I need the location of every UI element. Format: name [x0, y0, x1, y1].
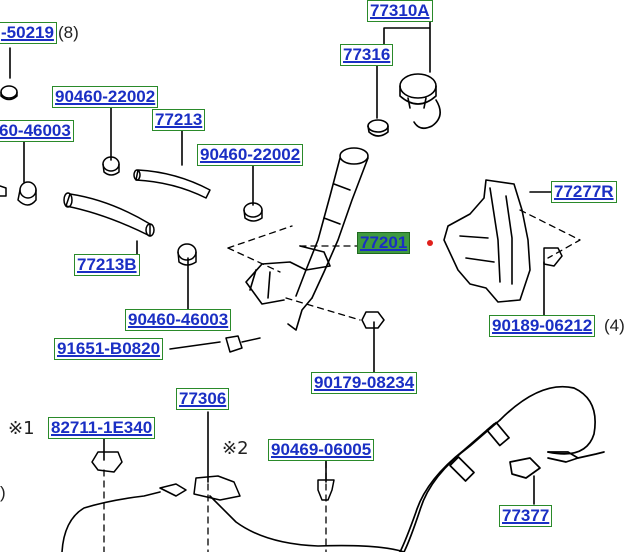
bracket-part — [444, 180, 530, 302]
part-label-77306[interactable]: 77306 — [176, 388, 230, 410]
part-label-77316[interactable]: 77316 — [340, 44, 394, 66]
fastener-parts — [92, 248, 562, 500]
part-label-77213[interactable]: 77213 — [152, 109, 206, 131]
fuel-cap-part — [368, 74, 440, 136]
part-label-60-46003[interactable]: 60-46003 — [0, 120, 74, 142]
part-label-91651-b0820[interactable]: 91651-B0820 — [54, 338, 164, 360]
part-label-90179-08234[interactable]: 90179-08234 — [311, 372, 418, 394]
part-label-77310a[interactable]: 77310A — [367, 0, 433, 22]
quantity-90189: (4) — [604, 316, 625, 335]
part-label-90460-22002-a[interactable]: 90460-22002 — [52, 86, 159, 108]
dashed-lines — [104, 210, 580, 552]
cable-part-77306 — [62, 484, 404, 552]
quantity-50219: (8) — [58, 23, 79, 42]
part-label-82711-1e340[interactable]: 82711-1E340 — [48, 417, 156, 439]
cable-part — [400, 387, 604, 552]
part-label-77377[interactable]: 77377 — [499, 505, 553, 527]
part-label-77201-highlighted[interactable]: 77201 — [357, 232, 411, 254]
part-label-50219[interactable]: -50219 — [0, 22, 57, 44]
filler-pipe-part — [246, 148, 368, 330]
part-label-90460-22002-b[interactable]: 90460-22002 — [197, 144, 304, 166]
part-label-90469-06005[interactable]: 90469-06005 — [268, 439, 375, 461]
part-label-90460-46003[interactable]: 90460-46003 — [125, 309, 232, 331]
edge-fragment: ) — [0, 483, 6, 502]
clamp-parts — [0, 86, 262, 265]
highlight-marker-dot — [427, 240, 433, 246]
note-mark-1: ※1 — [8, 418, 35, 439]
part-label-90189-06212[interactable]: 90189-06212 — [489, 315, 596, 337]
part-label-77277r[interactable]: 77277R — [551, 181, 617, 203]
hose-parts — [64, 170, 210, 236]
note-mark-2: ※2 — [222, 438, 249, 459]
leader-lines — [10, 22, 552, 504]
part-label-77213b[interactable]: 77213B — [74, 254, 140, 276]
